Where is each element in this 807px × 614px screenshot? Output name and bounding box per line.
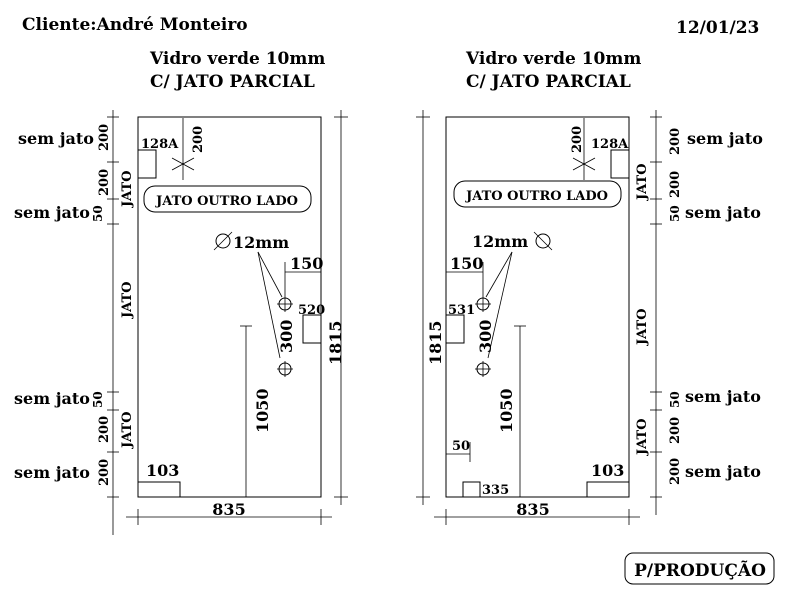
right-zone-label-2: JATO — [635, 163, 650, 201]
left-leader-1 — [257, 251, 283, 298]
left-bottom-notch-label: 103 — [146, 461, 179, 480]
right-leader-1 — [485, 251, 513, 298]
left-side-notch — [302, 314, 322, 344]
right-glass-outline — [445, 116, 630, 498]
production-stamp-box — [624, 552, 775, 585]
left-corner-notch — [137, 149, 157, 179]
right-material: Vidro verde 10mm — [465, 49, 641, 69]
left-corner-notch-label: 128A — [141, 137, 179, 152]
left-hole-height: 1050 — [253, 388, 272, 433]
left-zone-dim-3: 50 — [91, 205, 105, 222]
right-hole-diameter-icon — [535, 233, 551, 249]
left-zone-label-5: sem jato — [14, 389, 90, 408]
right-zone-dim-7: 200 — [668, 458, 683, 485]
right-zone-label-3: sem jato — [685, 203, 761, 222]
left-hole-offset: 150 — [290, 254, 323, 273]
right-leader-2 — [487, 251, 513, 359]
right-side-notch-label: 531 — [448, 303, 475, 318]
left-zone-dim-6: 200 — [97, 416, 112, 443]
production-stamp: P/PRODUÇÃO — [634, 559, 766, 581]
drawing-date: 12/01/23 — [676, 18, 759, 38]
right-lock-notch — [462, 481, 481, 498]
left-zone-label-2: JATO — [120, 170, 135, 208]
right-zone-label-6: JATO — [635, 418, 650, 456]
right-zone-dim-2: 200 — [668, 171, 683, 198]
left-zone-dim-5: 50 — [91, 391, 105, 408]
right-hole-offset: 150 — [450, 254, 483, 273]
left-bottom-notch — [137, 481, 181, 498]
left-hole-spacing: 300 — [277, 320, 296, 353]
right-finish: C/ JATO PARCIAL — [466, 72, 631, 92]
right-zone-dim-1: 200 — [668, 128, 683, 155]
left-height: 1815 — [326, 320, 345, 365]
right-zone-dim-6: 200 — [668, 417, 683, 444]
right-outside-label: JATO OUTRO LADO — [465, 189, 608, 204]
left-zone-label-4: JATO — [120, 281, 135, 319]
right-lock-notch-label: 335 — [482, 483, 509, 498]
right-height: 1815 — [426, 320, 445, 365]
left-width: 835 — [212, 500, 245, 519]
right-zone-label-7: sem jato — [685, 462, 761, 481]
left-hole-size: 12mm — [233, 233, 289, 252]
client-name: Cliente:André Monteiro — [22, 15, 248, 35]
right-lock-offset: 50 — [452, 439, 470, 454]
left-material: Vidro verde 10mm — [149, 49, 325, 69]
right-zone-label-5: sem jato — [685, 387, 761, 406]
left-leader-2 — [257, 251, 281, 359]
right-zone-dim-3: 50 — [668, 205, 682, 222]
left-zone-label-1: sem jato — [18, 129, 94, 148]
right-hole-height: 1050 — [497, 388, 516, 433]
right-bottom-notch-label: 103 — [591, 461, 624, 480]
right-zone-dim-5: 50 — [668, 391, 682, 408]
left-zone-dim-2: 200 — [97, 169, 112, 196]
right-zone-label-4: JATO — [635, 308, 650, 346]
right-bottom-notch — [586, 481, 630, 498]
left-zone-dim-7: 200 — [97, 459, 112, 486]
left-glass-outline — [137, 116, 322, 498]
right-outside-label-box — [453, 180, 622, 208]
left-hole-diameter-icon — [215, 233, 231, 249]
right-corner-notch — [610, 149, 630, 179]
left-finish: C/ JATO PARCIAL — [150, 72, 315, 92]
right-zone-label-1: sem jato — [687, 129, 763, 148]
left-notch-depth: 200 — [191, 126, 206, 153]
right-hole-spacing: 300 — [476, 320, 495, 353]
right-width: 835 — [516, 500, 549, 519]
left-outside-label-box — [143, 185, 312, 213]
left-outside-label: JATO OUTRO LADO — [155, 194, 298, 209]
left-zone-label-7: sem jato — [14, 463, 90, 482]
left-panel: Vidro verde 10mm C/ JATO PARCIAL 128A 20… — [14, 49, 348, 535]
right-panel: Vidro verde 10mm C/ JATO PARCIAL 128A 20… — [416, 49, 763, 525]
left-side-notch-label: 520 — [298, 303, 325, 318]
right-corner-notch-label: 128A — [591, 137, 629, 152]
right-hole-size: 12mm — [472, 232, 528, 251]
right-side-notch — [445, 314, 465, 344]
left-zone-label-6: JATO — [120, 411, 135, 449]
right-notch-depth: 200 — [570, 126, 585, 153]
left-zone-dim-1: 200 — [97, 124, 112, 151]
left-zone-label-3: sem jato — [14, 203, 90, 222]
